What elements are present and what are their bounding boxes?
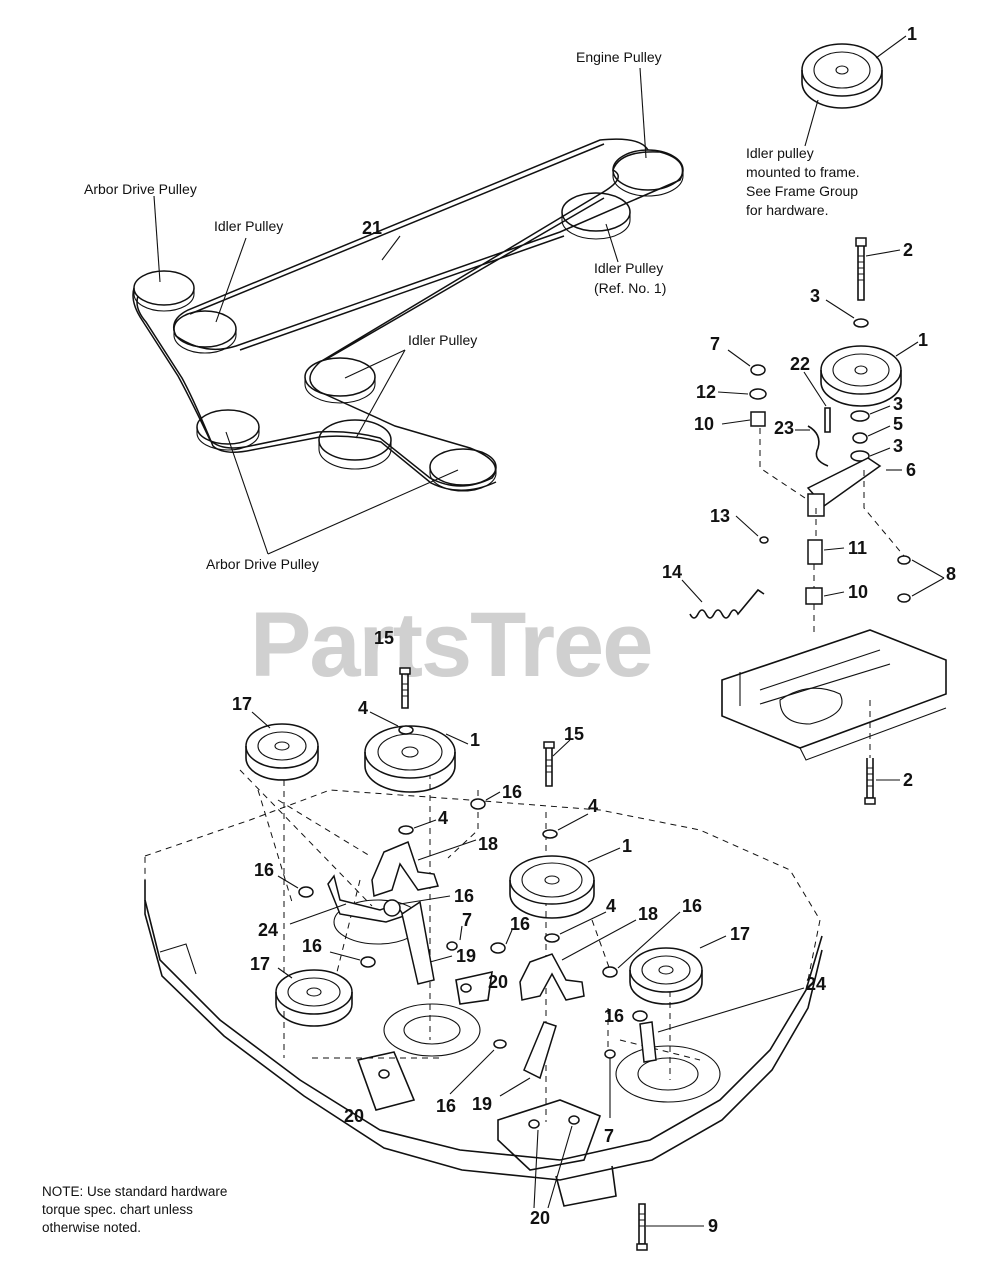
callout-15-b: 15 <box>564 724 584 744</box>
callout-20-c: 20 <box>530 1208 550 1228</box>
callout-16-e: 16 <box>510 914 530 934</box>
callout-16-d: 16 <box>682 896 702 916</box>
deck-pulley-1-a <box>364 725 469 793</box>
deck-pulley-17-c <box>629 935 727 1005</box>
callout-2-top: 2 <box>903 240 913 260</box>
arbor-drive-pulley-bottom-label: Arbor Drive Pulley <box>206 556 319 572</box>
callout-11: 11 <box>848 538 867 558</box>
callout-20-b: 20 <box>344 1106 364 1126</box>
idler-pulley-left-label: Idler Pulley <box>214 218 283 234</box>
callout-5: 5 <box>893 414 903 434</box>
callout-17-b: 17 <box>730 924 750 944</box>
arbor-drive-pulley-top <box>133 270 195 312</box>
mower-deck <box>144 740 823 1207</box>
callout-22: 22 <box>790 354 810 374</box>
note-line1: NOTE: Use standard hardware <box>42 1184 227 1199</box>
callout-16-c: 16 <box>454 886 474 906</box>
idler-pulley-left <box>173 310 237 354</box>
callout-8: 8 <box>946 564 956 584</box>
callout-9: 9 <box>708 1216 718 1236</box>
drive-belt <box>132 138 684 491</box>
callout-17-a: 17 <box>232 694 252 714</box>
callout-4-d: 4 <box>606 896 616 916</box>
deck-hardware <box>277 667 681 1118</box>
frame-idler-pulley <box>801 35 907 147</box>
idler-pulley-mid-lower <box>318 419 392 470</box>
callout-19-a: 19 <box>456 946 476 966</box>
callout-15-a: 15 <box>374 628 394 648</box>
callout-18-b: 18 <box>638 904 658 924</box>
callout-18-a: 18 <box>478 834 498 854</box>
idler-pulley-mid-label: Idler Pulley <box>408 332 477 348</box>
arbor-drive-pulley-bottom-right <box>429 448 497 492</box>
idler-note-line4: for hardware. <box>746 202 828 218</box>
deck-brackets <box>289 839 805 1097</box>
note-line3: otherwise noted. <box>42 1220 141 1235</box>
idler-pulley-mid-upper <box>304 357 376 404</box>
callout-20-a: 20 <box>488 972 508 992</box>
belt-routing-diagram: Engine Pulley Arbor Drive Pulley Idler P… <box>84 49 684 572</box>
callout-1-top: 1 <box>907 24 917 44</box>
callout-16-f: 16 <box>302 936 322 956</box>
callout-3-b: 3 <box>893 394 903 414</box>
callout-16-g: 16 <box>604 1006 624 1026</box>
idler-note-line1: Idler pulley <box>746 145 814 161</box>
callout-7-b: 7 <box>462 910 472 930</box>
callout-3-a: 3 <box>810 286 820 306</box>
callout-14: 14 <box>662 562 682 582</box>
callout-1-c: 1 <box>470 730 480 750</box>
callout-16-h: 16 <box>436 1096 456 1116</box>
idler-pulley-ref1-label: Idler Pulley <box>594 260 663 276</box>
bolt-9 <box>636 1203 704 1251</box>
callout-19-b: 19 <box>472 1094 492 1114</box>
callout-2-b: 2 <box>903 770 913 790</box>
callout-16-b: 16 <box>254 860 274 880</box>
callout-4-c: 4 <box>438 808 448 828</box>
callout-17-c: 17 <box>250 954 270 974</box>
idler-note-line2: mounted to frame. <box>746 164 860 180</box>
idler-arm-assembly <box>681 237 947 805</box>
callout-4-b: 4 <box>588 796 598 816</box>
callout-13: 13 <box>710 506 730 526</box>
callout-6: 6 <box>906 460 916 480</box>
callout-24-b: 24 <box>806 974 826 994</box>
note-line2: torque spec. chart unless <box>42 1202 193 1217</box>
arbor-drive-pulley-bottom-left <box>196 409 260 451</box>
watermark: PartsTree <box>250 594 651 696</box>
engine-pulley-label: Engine Pulley <box>576 49 662 65</box>
callout-3-c: 3 <box>893 436 903 456</box>
callout-1-b: 1 <box>918 330 928 350</box>
idler-pulley-ref1-sub: (Ref. No. 1) <box>594 280 666 296</box>
callout-12: 12 <box>696 382 716 402</box>
belt-callout: 21 <box>362 218 382 238</box>
callout-1-d: 1 <box>622 836 632 856</box>
deck-pulley-17-a <box>245 711 319 781</box>
callout-23: 23 <box>774 418 794 438</box>
callout-7-c: 7 <box>604 1126 614 1146</box>
callout-10-a: 10 <box>694 414 714 434</box>
callout-10-b: 10 <box>848 582 868 602</box>
idler-note-line3: See Frame Group <box>746 183 858 199</box>
callout-7-a: 7 <box>710 334 720 354</box>
idler-pulley-ref1 <box>561 192 631 240</box>
callout-24-a: 24 <box>258 920 278 940</box>
callout-4-a: 4 <box>358 698 368 718</box>
callout-16-a: 16 <box>502 782 522 802</box>
deck-pulley-17-b <box>275 967 353 1027</box>
deck-pulley-1-b <box>509 847 621 919</box>
arbor-drive-pulley-top-label: Arbor Drive Pulley <box>84 181 197 197</box>
